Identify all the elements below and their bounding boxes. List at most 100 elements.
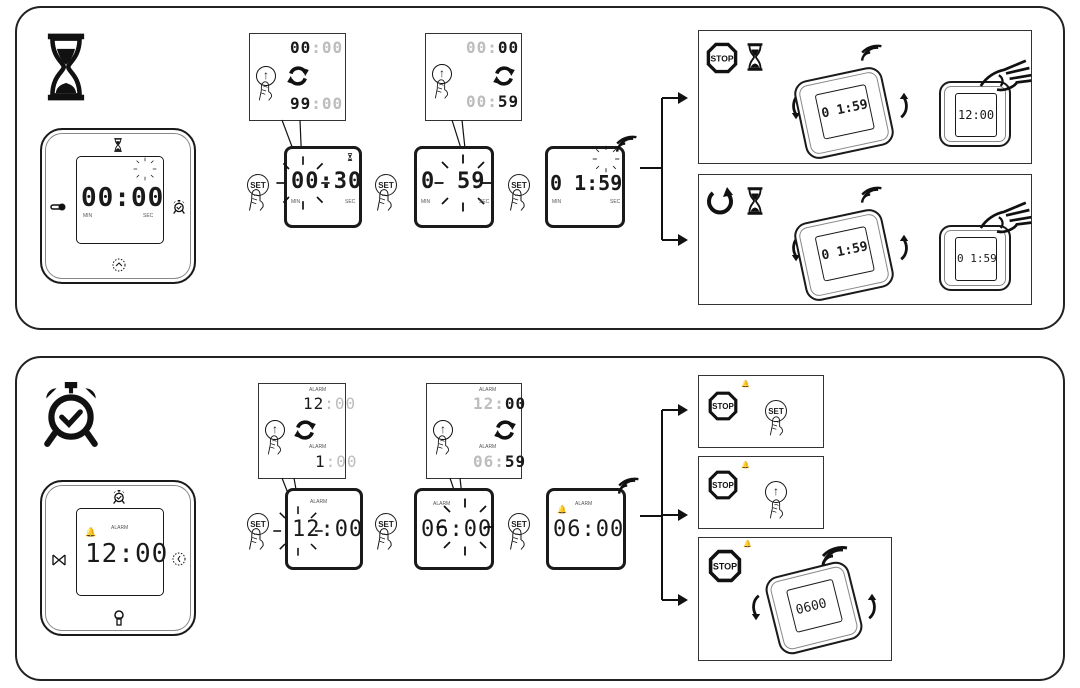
timer-device: 00:00 MIN SEC bbox=[40, 128, 196, 284]
stop-sign-icon bbox=[707, 469, 739, 501]
hourglass-icon bbox=[113, 138, 123, 152]
alarm-step2-display: 06:00 bbox=[421, 517, 493, 542]
finger-icon bbox=[376, 188, 394, 212]
up-button[interactable]: ↑ bbox=[765, 481, 787, 503]
blink-burst-icon bbox=[133, 157, 157, 181]
alarm-outcome-rotate: 🔔 0600 bbox=[698, 537, 892, 661]
alarm-label: ALARM bbox=[309, 444, 327, 450]
cycle-icon bbox=[293, 418, 317, 442]
callout-bottom-value: 00:59 bbox=[466, 92, 520, 111]
rotate-right-arrow-icon bbox=[897, 233, 911, 263]
alarm-step1-display: 12:00 bbox=[292, 517, 364, 542]
finger-icon bbox=[267, 434, 283, 456]
alarm-clock-icon bbox=[172, 200, 186, 214]
clock-icon bbox=[112, 258, 126, 272]
timer-step2-min: 0 bbox=[421, 169, 436, 194]
restart-icon bbox=[707, 187, 733, 215]
rotate-right-arrow-icon bbox=[897, 91, 911, 121]
finger-icon bbox=[509, 527, 527, 551]
hourglass-icon bbox=[745, 187, 765, 215]
ringing-waves-icon bbox=[859, 185, 883, 209]
timer-section bbox=[15, 6, 1065, 330]
up-button[interactable]: ↑ bbox=[432, 64, 452, 84]
blink-burst-icon bbox=[273, 155, 333, 211]
timer-lcd-small: 0 1:59 bbox=[955, 237, 997, 281]
alarm-step1-lcd: ALARM 12:00 bbox=[285, 488, 363, 570]
timer-step2-sec: 59 bbox=[457, 169, 486, 194]
rotated-display: 0 1:59 bbox=[820, 97, 870, 122]
bell-icon: 🔔 bbox=[557, 505, 567, 514]
callout-bottom-value: 06:59 bbox=[473, 452, 527, 471]
alarm-clock-icon bbox=[40, 382, 102, 448]
hourglass-icon bbox=[39, 33, 93, 101]
branch-arrows bbox=[640, 92, 688, 246]
clock-lcd: 12:00 bbox=[955, 93, 997, 137]
alarm-section bbox=[15, 356, 1065, 681]
finger-icon bbox=[509, 188, 527, 212]
branch-arrows bbox=[640, 404, 688, 606]
rotated-lcd: 0 1:59 bbox=[814, 83, 875, 140]
callout-top-value: 00:00 bbox=[290, 38, 344, 57]
timer-step1-callout: 00:00 ↑ 99:00 bbox=[249, 33, 346, 121]
alarm-label: ALARM bbox=[479, 387, 497, 393]
alarm-step3-display: 06:00 bbox=[553, 517, 625, 542]
rotated-device: 0 1:59 bbox=[791, 64, 897, 162]
sec-label: SEC bbox=[345, 199, 356, 205]
pointing-hand-icon bbox=[979, 201, 1033, 237]
timer-step1-lcd: 00:30 MIN SEC bbox=[284, 146, 362, 228]
up-button[interactable]: ↑ bbox=[265, 420, 285, 440]
up-button[interactable]: ↑ bbox=[256, 66, 276, 86]
clock-icon bbox=[172, 552, 186, 566]
cycle-icon bbox=[492, 64, 516, 88]
alarm-label: ALARM bbox=[433, 501, 451, 507]
min-label: MIN bbox=[291, 199, 301, 205]
alarm-clock-icon bbox=[112, 490, 126, 504]
rotate-left-arrow-icon bbox=[749, 592, 763, 622]
stop-sign-icon bbox=[707, 548, 743, 584]
bell-icon: 🔔 bbox=[741, 462, 750, 469]
clock-device: 12:00 bbox=[939, 81, 1011, 147]
hourglass-sideways-icon bbox=[52, 554, 66, 566]
alarm-label: ALARM bbox=[309, 387, 327, 393]
finger-icon bbox=[248, 527, 266, 551]
sec-label: SEC bbox=[610, 199, 621, 205]
callout-top-value: 12:00 bbox=[303, 394, 357, 413]
sec-label: SEC bbox=[479, 199, 490, 205]
hourglass-icon bbox=[745, 43, 765, 71]
timer-small-display: 0 1:59 bbox=[957, 252, 997, 265]
stop-sign-icon bbox=[707, 390, 739, 422]
timer-step3-display: 0 1:59 bbox=[550, 171, 623, 195]
thermometer-icon bbox=[50, 203, 66, 211]
finger-icon bbox=[434, 78, 450, 100]
timer-outcome-repeat: 0 1:59 0 1:59 bbox=[698, 174, 1032, 305]
rotated-lcd: 0600 bbox=[785, 578, 844, 633]
alarm-outcome-set: 🔔 SET bbox=[698, 375, 824, 448]
callout-top-value: 12:00 bbox=[473, 394, 527, 413]
finger-icon bbox=[769, 414, 785, 438]
alarm-lcd: ALARM 🔔 12:00 bbox=[76, 508, 167, 596]
rotate-right-arrow-icon bbox=[865, 592, 879, 622]
alarm-label: ALARM bbox=[575, 501, 593, 507]
alarm-step2-lcd: ALARM 06:00 bbox=[414, 488, 494, 570]
timer-lcd: 00:00 MIN SEC bbox=[76, 156, 164, 244]
min-label: MIN bbox=[552, 199, 562, 205]
bell-icon: 🔔 bbox=[85, 527, 97, 537]
callout-bottom-value: 99:00 bbox=[290, 94, 344, 113]
alarm-label: ALARM bbox=[310, 499, 328, 505]
timer-step2-lcd: 0 59 MIN SEC bbox=[414, 146, 494, 228]
alarm-step2-callout: ALARM 12:00 ↑ ALARM 06:59 bbox=[426, 383, 525, 479]
pointing-hand-icon bbox=[979, 59, 1033, 95]
callout-top-value: 00:00 bbox=[466, 38, 520, 57]
timer-device-small: 0 1:59 bbox=[939, 225, 1011, 291]
alarm-outcome-up: 🔔 ↑ bbox=[698, 456, 824, 529]
thermometer-icon bbox=[114, 610, 124, 626]
cycle-icon bbox=[286, 64, 310, 88]
blink-burst-icon bbox=[272, 503, 324, 559]
finger-icon bbox=[248, 188, 266, 212]
timer-outcome-stop: 0 1:59 12:00 bbox=[698, 30, 1032, 164]
alarm-step1-callout: ALARM 12:00 ↑ ALARM 1:00 bbox=[258, 383, 357, 479]
up-button[interactable]: ↑ bbox=[433, 420, 453, 440]
alarm-label: ALARM bbox=[479, 444, 497, 450]
stop-sign-icon bbox=[705, 41, 739, 75]
alarm-display: 12:00 bbox=[85, 539, 169, 569]
